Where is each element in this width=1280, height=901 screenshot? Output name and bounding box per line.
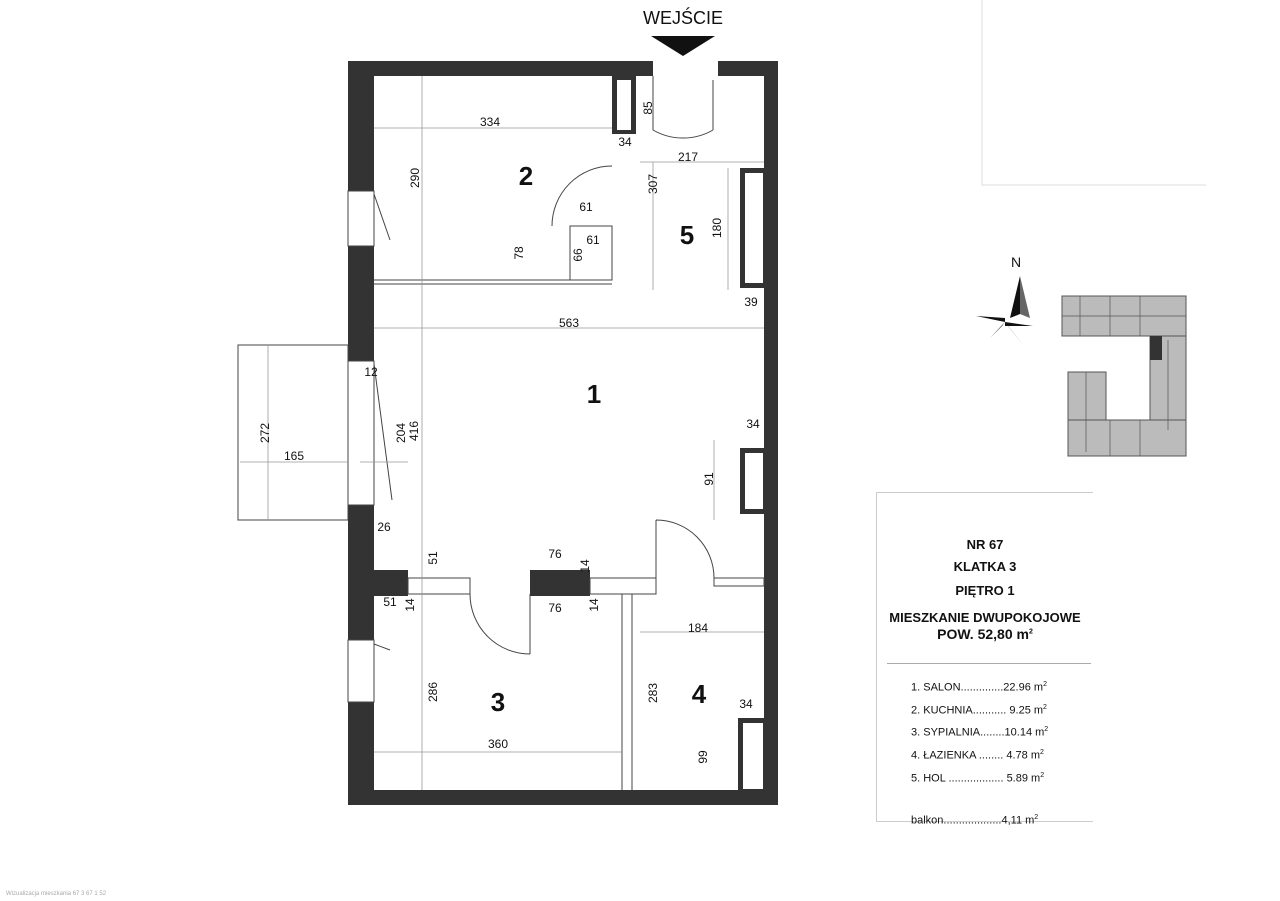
dim-label: 217 xyxy=(678,150,698,164)
dim-label: 99 xyxy=(696,750,710,764)
dimension-labels: 334 34 85 217 290 307 61 61 78 66 180 39… xyxy=(258,101,760,764)
dim-label: 307 xyxy=(646,174,660,194)
windows xyxy=(237,190,393,703)
room-4-label: 4 xyxy=(692,679,707,709)
dim-label: 85 xyxy=(641,101,655,115)
interior-walls xyxy=(374,76,765,790)
dim-label: 184 xyxy=(688,621,708,635)
dim-label: 66 xyxy=(571,248,585,262)
dim-label: 34 xyxy=(739,697,753,711)
dim-label: 563 xyxy=(559,316,579,330)
north-label: N xyxy=(1011,254,1021,270)
dim-label: 286 xyxy=(426,682,440,702)
room-3-label: 3 xyxy=(491,687,505,717)
room-2-label: 2 xyxy=(519,161,533,191)
watermark: Wizualizacja mieszkania 67 3 67 1 52 xyxy=(6,891,107,897)
dim-label: 14 xyxy=(403,598,417,612)
dim-label: 204 xyxy=(394,423,408,443)
room-1-label: 1 xyxy=(587,379,601,409)
room-row: 4. ŁAZIENKA ........ 4.78 m2 xyxy=(911,748,1044,762)
dim-label: 76 xyxy=(548,601,562,615)
room-row: 3. SYPIALNIA........10.14 m2 xyxy=(911,726,1049,739)
dim-label: 14 xyxy=(578,559,592,573)
dim-label: 12 xyxy=(364,365,378,379)
dim-label: 360 xyxy=(488,737,508,751)
apartment-info-panel: NR 67 KLATKA 3 PIĘTRO 1 MIESZKANIE DWUPO… xyxy=(876,492,1093,827)
dim-label: 34 xyxy=(618,135,632,149)
balcony-row: balkon...................4,11 m2 xyxy=(911,814,1039,827)
dim-label: 416 xyxy=(407,421,421,441)
apartment-type: MIESZKANIE DWUPOKOJOWE xyxy=(889,610,1081,625)
apartment-number: NR 67 xyxy=(966,537,1004,552)
dimension-lines xyxy=(240,76,764,790)
dim-label: 272 xyxy=(258,423,272,443)
room-row: 1. SALON..............22.96 m2 xyxy=(911,681,1047,694)
dim-label: 78 xyxy=(512,246,526,260)
staircase: KLATKA 3 xyxy=(953,559,1017,574)
dim-label: 34 xyxy=(746,417,760,431)
building-key-plan-icon xyxy=(1061,295,1187,457)
room-row: 5. HOL .................. 5.89 m2 xyxy=(911,771,1045,785)
dim-label: 165 xyxy=(284,449,304,463)
dim-label: 39 xyxy=(744,295,758,309)
dim-label: 76 xyxy=(548,547,562,561)
dim-label: 14 xyxy=(587,598,601,612)
dim-label: 51 xyxy=(426,551,440,565)
entrance-label: WEJŚCIE xyxy=(643,7,723,28)
dim-label: 334 xyxy=(480,115,500,129)
divider xyxy=(887,663,1091,664)
total-area: POW. 52,80 m2 xyxy=(937,626,1033,642)
dim-label: 51 xyxy=(383,595,397,609)
dim-label: 91 xyxy=(702,472,716,486)
walls xyxy=(348,61,778,805)
dim-label: 61 xyxy=(579,200,593,214)
entrance-arrow-icon xyxy=(651,36,715,56)
room-5-label: 5 xyxy=(680,220,694,250)
floor: PIĘTRO 1 xyxy=(955,583,1015,598)
room-row: 2. KUCHNIA........... 9.25 m2 xyxy=(911,703,1047,717)
dim-label: 180 xyxy=(710,218,724,238)
compass-rose-icon xyxy=(976,276,1033,346)
dim-label: 26 xyxy=(377,520,391,534)
dim-label: 283 xyxy=(646,683,660,703)
balcony xyxy=(237,344,349,521)
dim-label: 290 xyxy=(408,168,422,188)
room-list: 1. SALON..............22.96 m2 2. KUCHNI… xyxy=(911,675,1048,831)
dim-label: 61 xyxy=(586,233,600,247)
